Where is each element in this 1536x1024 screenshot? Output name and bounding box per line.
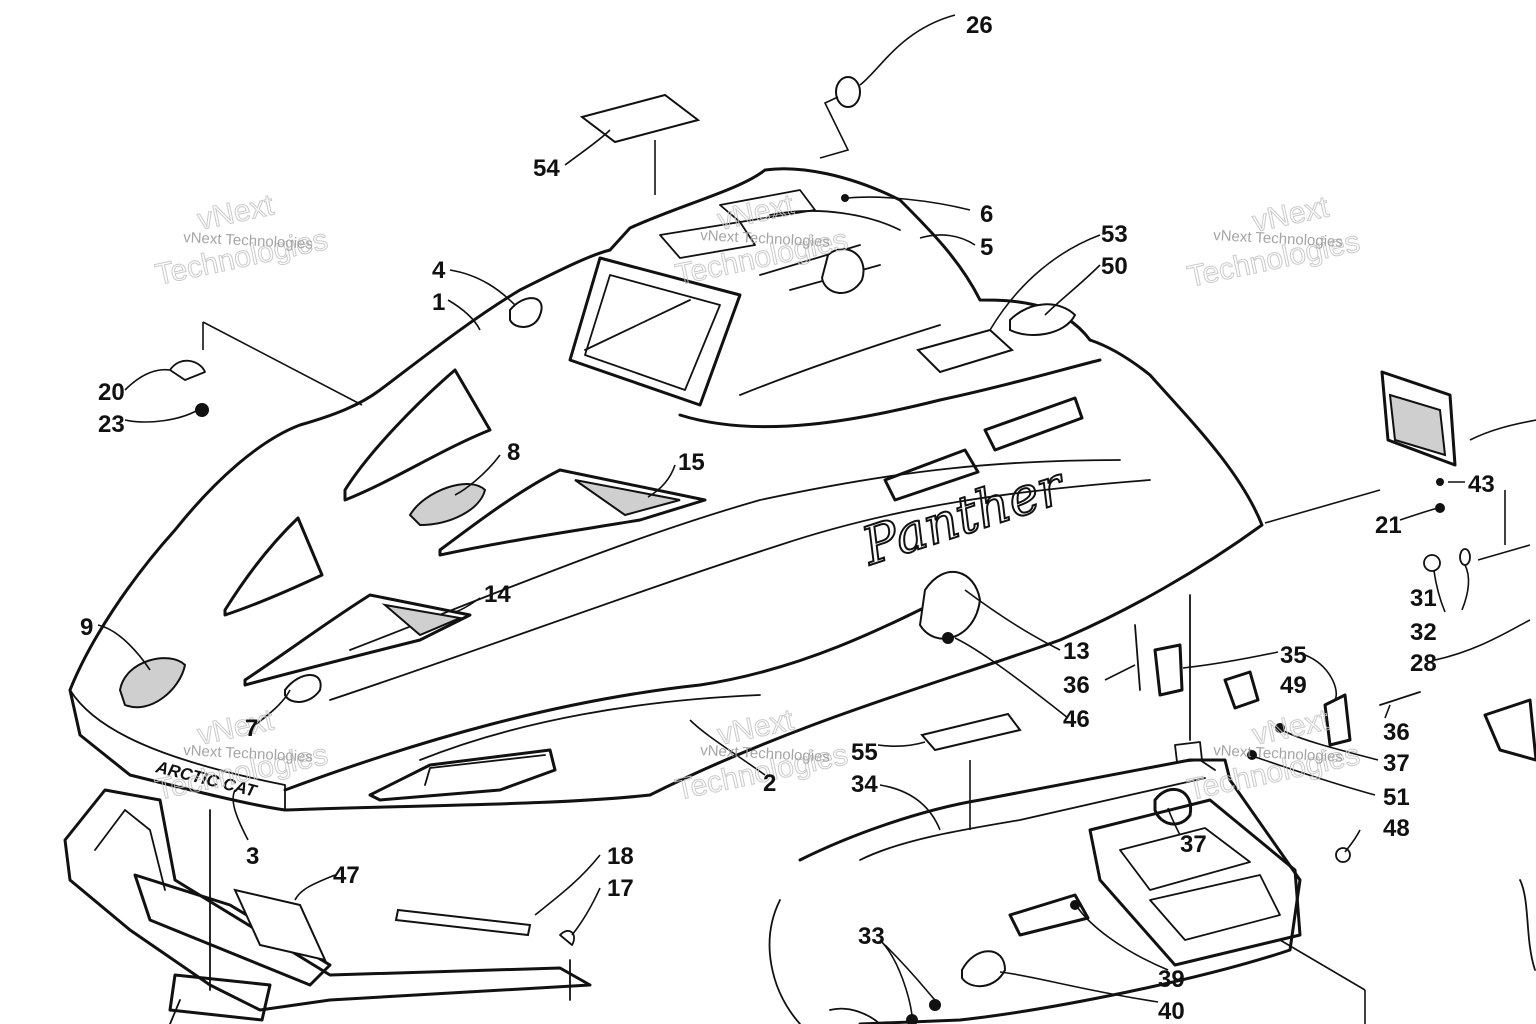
front-vent-14 [243,593,472,687]
callout-14[interactable]: 14 [484,581,511,608]
side-intake [368,748,557,802]
callout-37b[interactable]: 37 [1180,831,1207,858]
watermark-small-3: vNext Technologies [1213,227,1344,251]
callout-40[interactable]: 40 [1158,998,1185,1024]
callout-36a[interactable]: 36 [1063,672,1090,699]
callout-36b[interactable]: 36 [1383,719,1410,746]
decals [118,76,1077,830]
side-vent-1 [883,448,980,502]
callout-7[interactable]: 7 [245,715,258,742]
callout-48[interactable]: 48 [1383,815,1410,842]
decal-54 [579,93,701,144]
callout-49[interactable]: 49 [1280,672,1307,699]
callout-4[interactable]: 4 [432,257,446,284]
decal-50 [1009,303,1077,336]
callout-1[interactable]: 1 [432,289,445,316]
light-39 [1008,893,1090,937]
callout-53[interactable]: 53 [1101,221,1128,248]
callout-46[interactable]: 46 [1063,706,1090,733]
front-vent-upper [343,368,492,502]
leader-lines [97,14,1536,1024]
callout-51[interactable]: 51 [1383,784,1410,811]
fasteners [169,321,1536,971]
callout-9[interactable]: 9 [80,614,93,641]
part-5-patch [820,248,865,294]
emblem-26 [835,76,861,108]
callout-55[interactable]: 55 [851,739,878,766]
front-bumper-assembly [63,788,592,1024]
decal-53 [916,328,1014,374]
callout-2[interactable]: 2 [763,770,776,797]
side-vent-2 [983,396,1084,452]
callout-54[interactable]: 54 [533,155,560,182]
callout-28[interactable]: 28 [1410,650,1437,677]
decal-4 [509,297,543,328]
callout-6[interactable]: 6 [980,201,993,228]
callout-5[interactable]: 5 [980,234,993,261]
callout-35[interactable]: 35 [1280,642,1307,669]
grille-panel [1380,370,1457,467]
strip-18 [394,908,532,937]
windshield [568,256,742,407]
callout-33[interactable]: 33 [858,923,885,950]
callout-34[interactable]: 34 [851,771,878,798]
callout-23[interactable]: 23 [98,411,125,438]
callout-26[interactable]: 26 [966,12,993,39]
callout-labels: 26 54 6 5 53 50 4 1 20 23 8 15 14 9 7 13… [80,12,1495,1024]
callout-31[interactable]: 31 [1410,585,1437,612]
decal-9 [118,657,187,709]
watermarks: vNext Technologies vNext Technologies vN… [152,188,1363,807]
decal-7 [284,674,322,703]
hood-script-logo: Panther [855,455,1075,577]
front-vent-mid [223,516,324,617]
callout-32[interactable]: 32 [1410,619,1437,646]
decal-47 [233,888,327,962]
watermark-small-1: vNext Technologies [183,229,314,253]
callout-17[interactable]: 17 [607,875,634,902]
watermark-small-6: vNext Technologies [1213,742,1344,766]
callout-18[interactable]: 18 [607,843,634,870]
callout-8[interactable]: 8 [507,439,520,466]
front-vent-15 [438,468,707,557]
callout-20[interactable]: 20 [98,379,125,406]
callout-21[interactable]: 21 [1375,512,1402,539]
cowl-outline [608,167,1092,342]
callout-3[interactable]: 3 [246,843,259,870]
callout-13[interactable]: 13 [1063,638,1090,665]
reflector-40 [961,950,1007,988]
callout-15[interactable]: 15 [678,449,705,476]
callout-39[interactable]: 39 [1158,966,1185,993]
callout-50[interactable]: 50 [1101,253,1128,280]
belly-pan-assembly [768,594,1302,1024]
hood-assembly [68,167,1264,812]
decal-8 [408,483,487,527]
watermark-small-4: vNext Technologies [183,742,314,766]
badge-13 [918,570,982,640]
callout-47[interactable]: 47 [333,862,360,889]
hood-outline [68,248,1264,812]
watermark-small-5: vNext Technologies [700,742,831,766]
watermark-small-2: vNext Technologies [700,227,831,251]
callout-37a[interactable]: 37 [1383,750,1410,777]
decal-55 [920,712,1022,752]
callout-43[interactable]: 43 [1468,471,1495,498]
